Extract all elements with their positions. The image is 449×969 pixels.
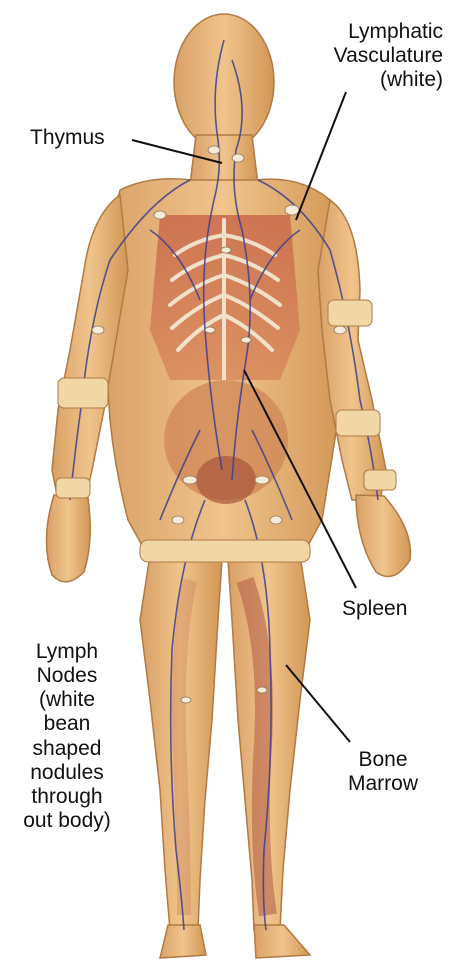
head — [174, 14, 274, 150]
thymus-label: Thymus — [30, 126, 105, 150]
lymph-nodes-label-line-2: Nodes — [8, 664, 126, 688]
lymph-nodes-label-line-8: out body) — [8, 809, 126, 833]
lymph-nodes-label-line-5: shaped — [8, 737, 126, 761]
lymphatic-vasculature-label-line-3: (white) — [334, 68, 443, 92]
hand-right — [356, 495, 410, 576]
pelvic-organs — [196, 456, 256, 504]
bone-marrow-label: Bone Marrow — [348, 748, 418, 796]
lymphatic-vasculature-label: Lymphatic Vasculature (white) — [334, 20, 443, 92]
lymph-nodes-label-line-4: bean — [8, 712, 126, 736]
neck — [190, 135, 258, 185]
hand-left — [46, 495, 90, 582]
lymphatic-vasculature-label-line-1: Lymphatic — [334, 20, 443, 44]
lymph-nodes-label: Lymph Nodes (white bean shaped nodules t… — [8, 640, 126, 833]
lymph-nodes-label-line-7: through — [8, 785, 126, 809]
lymphatic-vasculature-label-line-2: Vasculature — [334, 44, 443, 68]
spleen-label: Spleen — [342, 597, 407, 621]
lymph-nodes-label-line-6: nodules — [8, 761, 126, 785]
lymph-nodes-label-line-3: (white — [8, 688, 126, 712]
bone-marrow-label-line-1: Bone — [348, 748, 418, 772]
bone-marrow-label-line-2: Marrow — [348, 772, 418, 796]
foot-right — [160, 925, 206, 958]
foot-left — [254, 925, 310, 958]
lymph-nodes-label-line-1: Lymph — [8, 640, 126, 664]
